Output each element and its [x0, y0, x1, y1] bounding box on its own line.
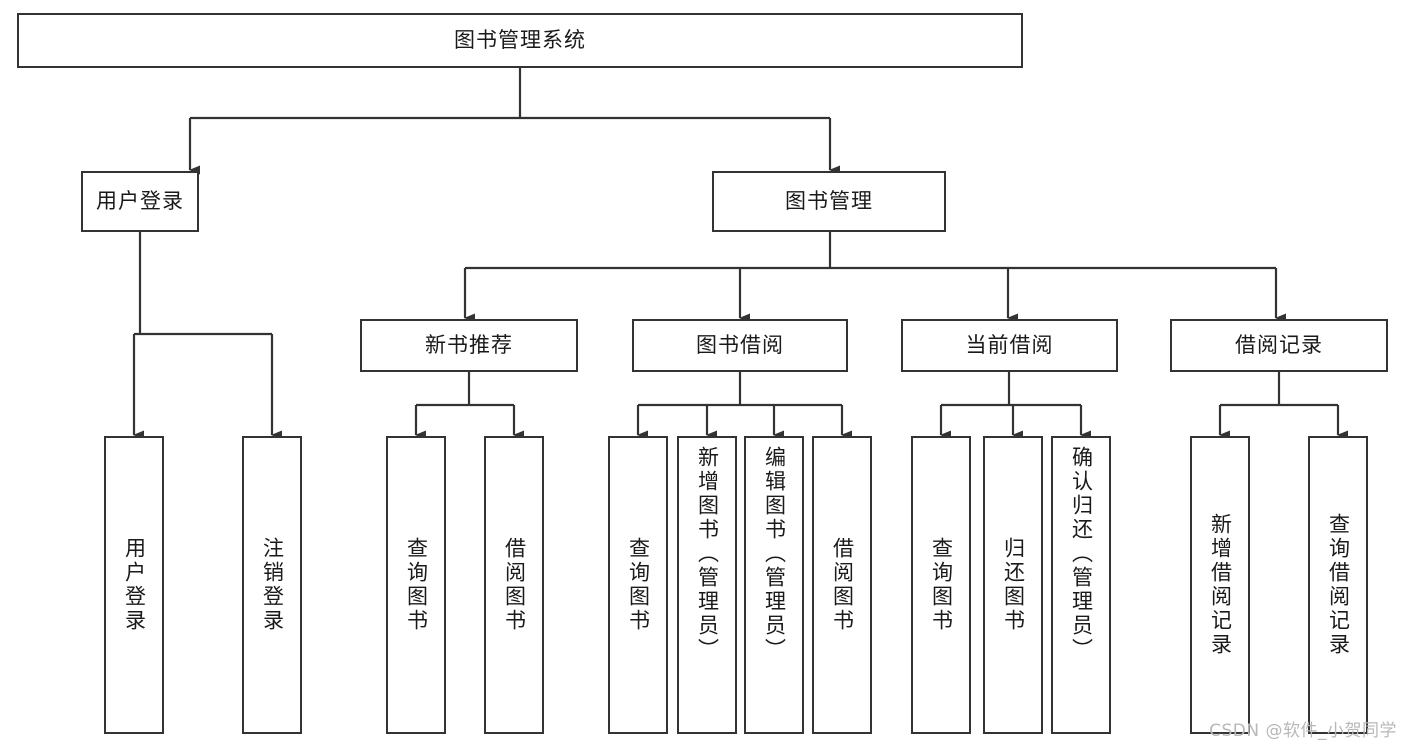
node-leaf-add-book-label: 新增图书（管理员）	[695, 446, 720, 662]
node-leaf-confirm-return-label: 确认归还（管理员）	[1069, 446, 1094, 662]
node-borrow-record[interactable]: 借阅记录	[1170, 319, 1388, 372]
node-leaf-add-record-label: 新增借阅记录	[1208, 513, 1233, 657]
node-borrow-record-label: 借阅记录	[1235, 332, 1323, 357]
node-leaf-user-login-label: 用户登录	[122, 537, 147, 633]
node-leaf-borrow-book-2[interactable]: 借阅图书	[812, 436, 872, 734]
node-leaf-user-login[interactable]: 用户登录	[104, 436, 164, 734]
node-root[interactable]: 图书管理系统	[17, 13, 1023, 68]
node-leaf-borrow-book-1-label: 借阅图书	[502, 537, 527, 633]
node-book-borrow[interactable]: 图书借阅	[632, 319, 848, 372]
node-leaf-borrow-book-2-label: 借阅图书	[830, 537, 855, 633]
node-book-manage[interactable]: 图书管理	[712, 171, 946, 232]
node-book-borrow-label: 图书借阅	[696, 332, 784, 357]
node-user-login[interactable]: 用户登录	[81, 171, 199, 232]
node-leaf-return-book-label: 归还图书	[1001, 537, 1026, 633]
node-leaf-query-book-1-label: 查询图书	[404, 537, 429, 633]
node-leaf-edit-book-label: 编辑图书（管理员）	[762, 446, 787, 662]
node-new-book-recommend-label: 新书推荐	[425, 332, 513, 357]
node-leaf-logout-label: 注销登录	[260, 537, 285, 633]
node-current-borrow[interactable]: 当前借阅	[901, 319, 1118, 372]
node-leaf-query-book-1[interactable]: 查询图书	[386, 436, 446, 734]
node-leaf-add-record[interactable]: 新增借阅记录	[1190, 436, 1250, 734]
node-leaf-return-book[interactable]: 归还图书	[983, 436, 1043, 734]
node-leaf-query-record-label: 查询借阅记录	[1326, 513, 1351, 657]
node-root-label: 图书管理系统	[454, 27, 586, 52]
node-leaf-add-book[interactable]: 新增图书（管理员）	[677, 436, 737, 734]
watermark: CSDN @软件_小贺同学	[1209, 721, 1397, 741]
node-leaf-query-book-2-label: 查询图书	[626, 537, 651, 633]
node-leaf-borrow-book-1[interactable]: 借阅图书	[484, 436, 544, 734]
node-leaf-query-book-3[interactable]: 查询图书	[911, 436, 971, 734]
node-leaf-query-book-3-label: 查询图书	[929, 537, 954, 633]
node-leaf-confirm-return[interactable]: 确认归还（管理员）	[1051, 436, 1111, 734]
node-user-login-label: 用户登录	[96, 188, 184, 213]
node-leaf-query-book-2[interactable]: 查询图书	[608, 436, 668, 734]
node-new-book-recommend[interactable]: 新书推荐	[360, 319, 578, 372]
node-current-borrow-label: 当前借阅	[965, 332, 1054, 357]
node-book-manage-label: 图书管理	[785, 188, 873, 213]
node-leaf-logout[interactable]: 注销登录	[242, 436, 302, 734]
node-leaf-query-record[interactable]: 查询借阅记录	[1308, 436, 1368, 734]
node-leaf-edit-book[interactable]: 编辑图书（管理员）	[744, 436, 804, 734]
